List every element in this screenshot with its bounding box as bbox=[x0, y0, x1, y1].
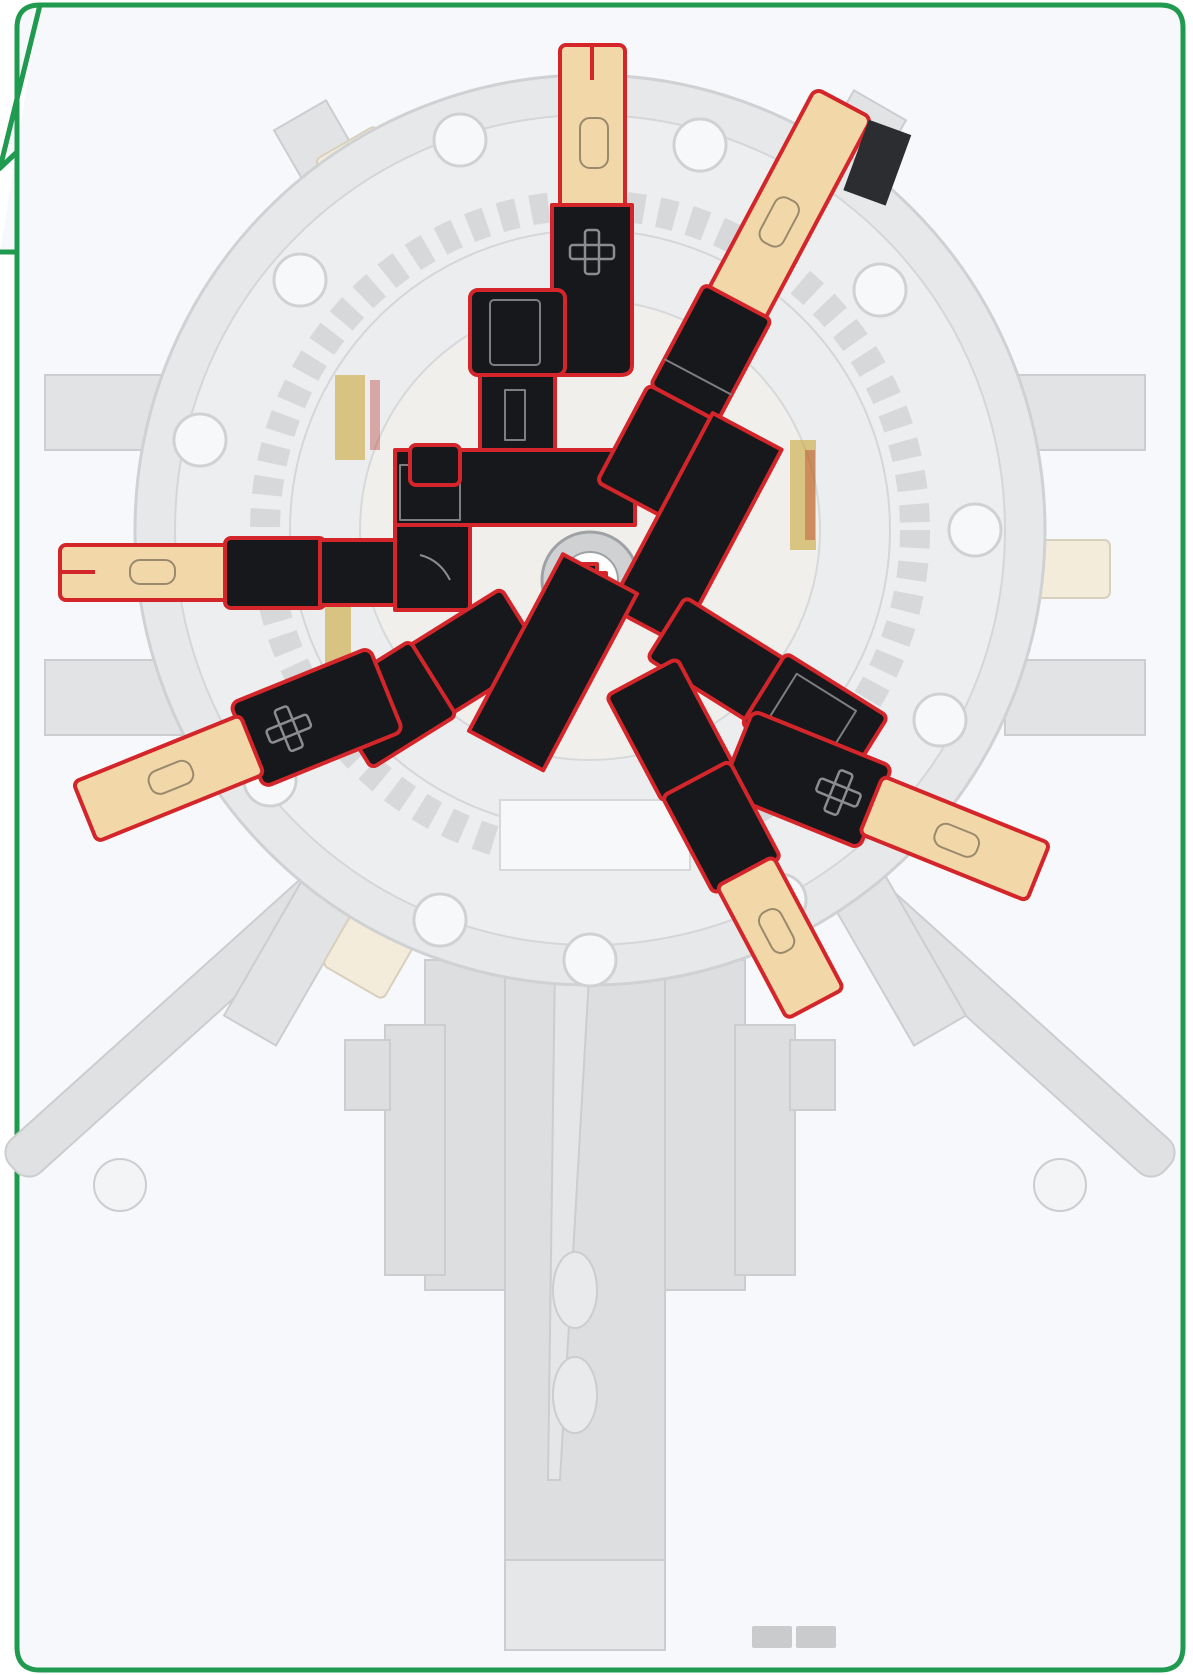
tan-axle-pin-left bbox=[60, 545, 240, 600]
black-pin-connector-upper bbox=[470, 290, 565, 455]
tan-axle-pin-top bbox=[560, 45, 625, 225]
black-axle-connector-horizontal bbox=[395, 445, 635, 525]
page-number-mark bbox=[752, 1626, 836, 1648]
